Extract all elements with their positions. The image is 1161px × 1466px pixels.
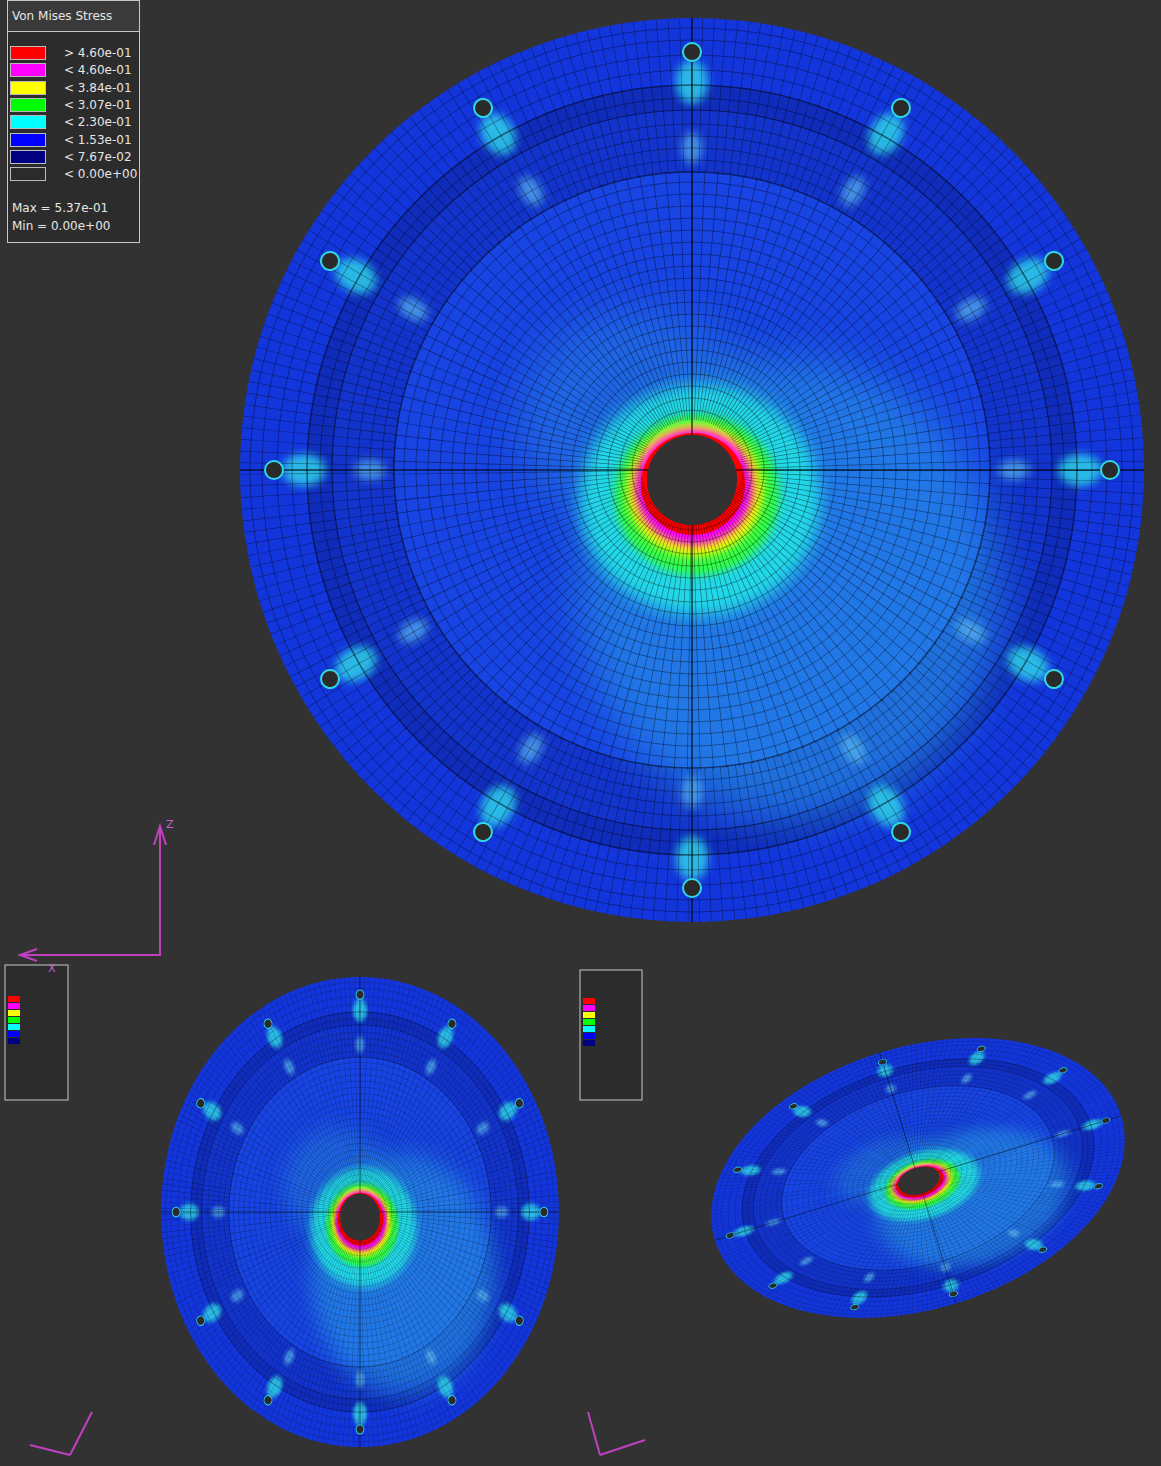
- max-value: Max = 5.37e-01: [12, 201, 108, 215]
- legend-entry: < 4.60e-01: [64, 63, 132, 77]
- legend-swatch: [10, 167, 46, 181]
- legend-swatch: [10, 133, 46, 147]
- legend-entry: < 1.53e-01: [64, 133, 132, 147]
- legend-swatch: [10, 98, 46, 112]
- legend-entry: < 7.67e-02: [64, 150, 132, 164]
- legend-swatch: [10, 115, 46, 129]
- legend-entry: < 0.00e+00: [64, 167, 137, 181]
- legend-swatch: [10, 81, 46, 95]
- legend-entry: < 3.84e-01: [64, 81, 132, 95]
- min-value: Min = 0.00e+00: [12, 219, 110, 233]
- legend-swatch: [10, 150, 46, 164]
- legend-swatch: [10, 63, 46, 77]
- axis-label: X: [48, 962, 56, 976]
- legend-swatch: [10, 46, 46, 60]
- axis-label: Z: [166, 818, 174, 832]
- legend-title: Von Mises Stress: [12, 9, 112, 23]
- legend-entry: < 2.30e-01: [64, 115, 132, 129]
- legend-entry: < 3.07e-01: [64, 98, 132, 112]
- legend-entry: > 4.60e-01: [64, 46, 132, 60]
